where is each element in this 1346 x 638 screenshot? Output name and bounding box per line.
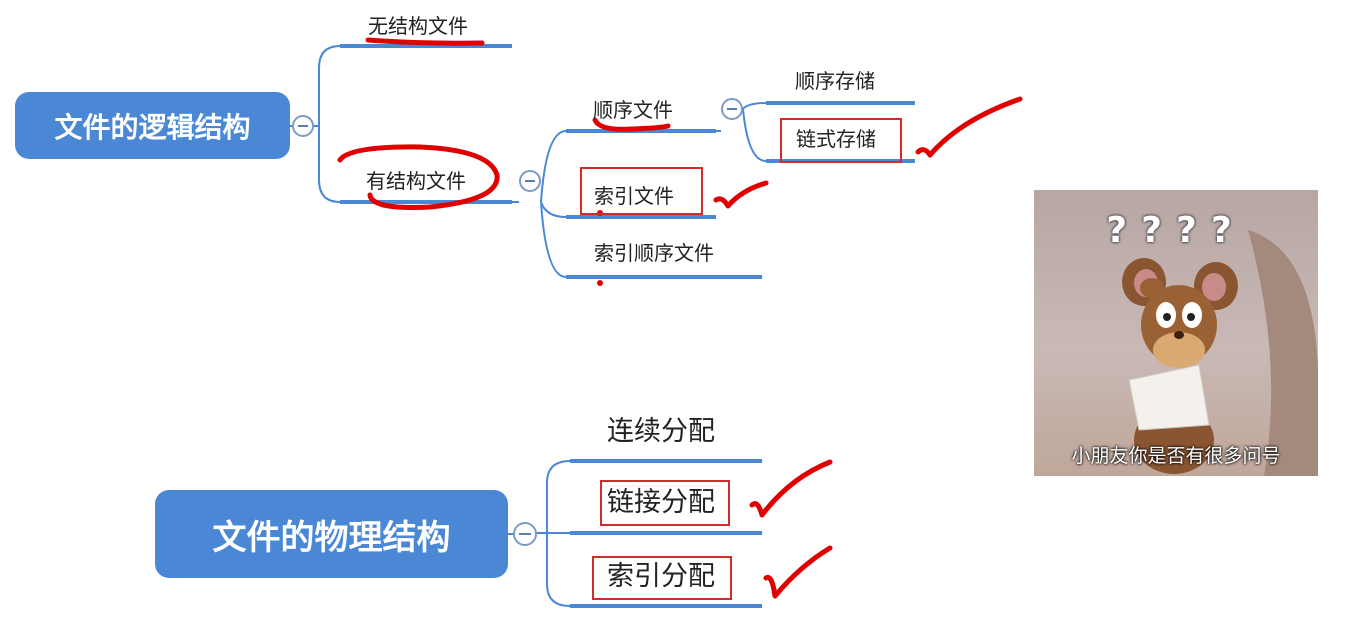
node-sequential-storage[interactable]: 顺序存储 (795, 71, 875, 91)
highlight-box-indexed-file (580, 167, 703, 215)
check-mark-linked-alloc (749, 459, 833, 518)
question-marks: ???? (1106, 210, 1246, 251)
root-logical-structure[interactable]: 文件的逻辑结构 (15, 92, 290, 159)
check-mark-linked-storage (915, 96, 1023, 158)
root-logical-label: 文件的逻辑结构 (54, 110, 251, 144)
highlight-box-linked-storage (780, 118, 902, 163)
underline-scribble-unstructured (365, 37, 485, 46)
node-indexed-allocation[interactable]: 索引分配 (607, 563, 715, 590)
node-unstructured-label: 无结构文件 (368, 14, 468, 38)
node-linked-storage[interactable]: 链式存储 (796, 129, 876, 149)
node-structured-file[interactable]: 有结构文件 (366, 171, 466, 191)
node-contiguous-allocation[interactable]: 连续分配 (607, 418, 715, 445)
node-indexed-alloc-label: 索引分配 (607, 561, 715, 592)
node-indexed-sequential-file[interactable]: 索引顺序文件 (594, 243, 714, 263)
underline-scribble-sequential (592, 117, 671, 132)
red-dot-indexed-seq (597, 280, 603, 286)
meme-caption: 小朋友你是否有很多问号 (1071, 445, 1281, 467)
red-annotations (337, 37, 1023, 599)
node-sequential-label: 顺序文件 (593, 98, 673, 122)
highlight-box-indexed-allocation (592, 556, 732, 600)
meme-image: ???? 小朋友你是否有很多问号 (1034, 190, 1318, 476)
mouse-illustration (1122, 230, 1318, 476)
node-unstructured-file[interactable]: 无结构文件 (368, 16, 468, 36)
root-physical-label: 文件的物理结构 (212, 517, 451, 558)
node-sequential-file[interactable]: 顺序文件 (593, 100, 673, 120)
node-structured-label: 有结构文件 (366, 169, 466, 193)
node-linked-alloc-label: 链接分配 (607, 487, 715, 518)
node-contiguous-label: 连续分配 (607, 416, 715, 447)
node-linked-storage-label: 链式存储 (796, 127, 876, 151)
check-mark-indexed-alloc (763, 545, 833, 599)
node-sequential-storage-label: 顺序存储 (795, 69, 875, 93)
check-mark-indexed-file (713, 180, 769, 209)
node-indexed-label: 索引文件 (594, 184, 674, 208)
node-linked-allocation[interactable]: 链接分配 (607, 489, 715, 516)
highlight-box-linked-allocation (600, 480, 730, 526)
root-physical-structure[interactable]: 文件的物理结构 (155, 490, 508, 578)
ellipse-scribble-structured (337, 144, 500, 210)
node-indexed-file[interactable]: 索引文件 (594, 186, 674, 206)
node-indexed-sequential-label: 索引顺序文件 (594, 241, 714, 265)
